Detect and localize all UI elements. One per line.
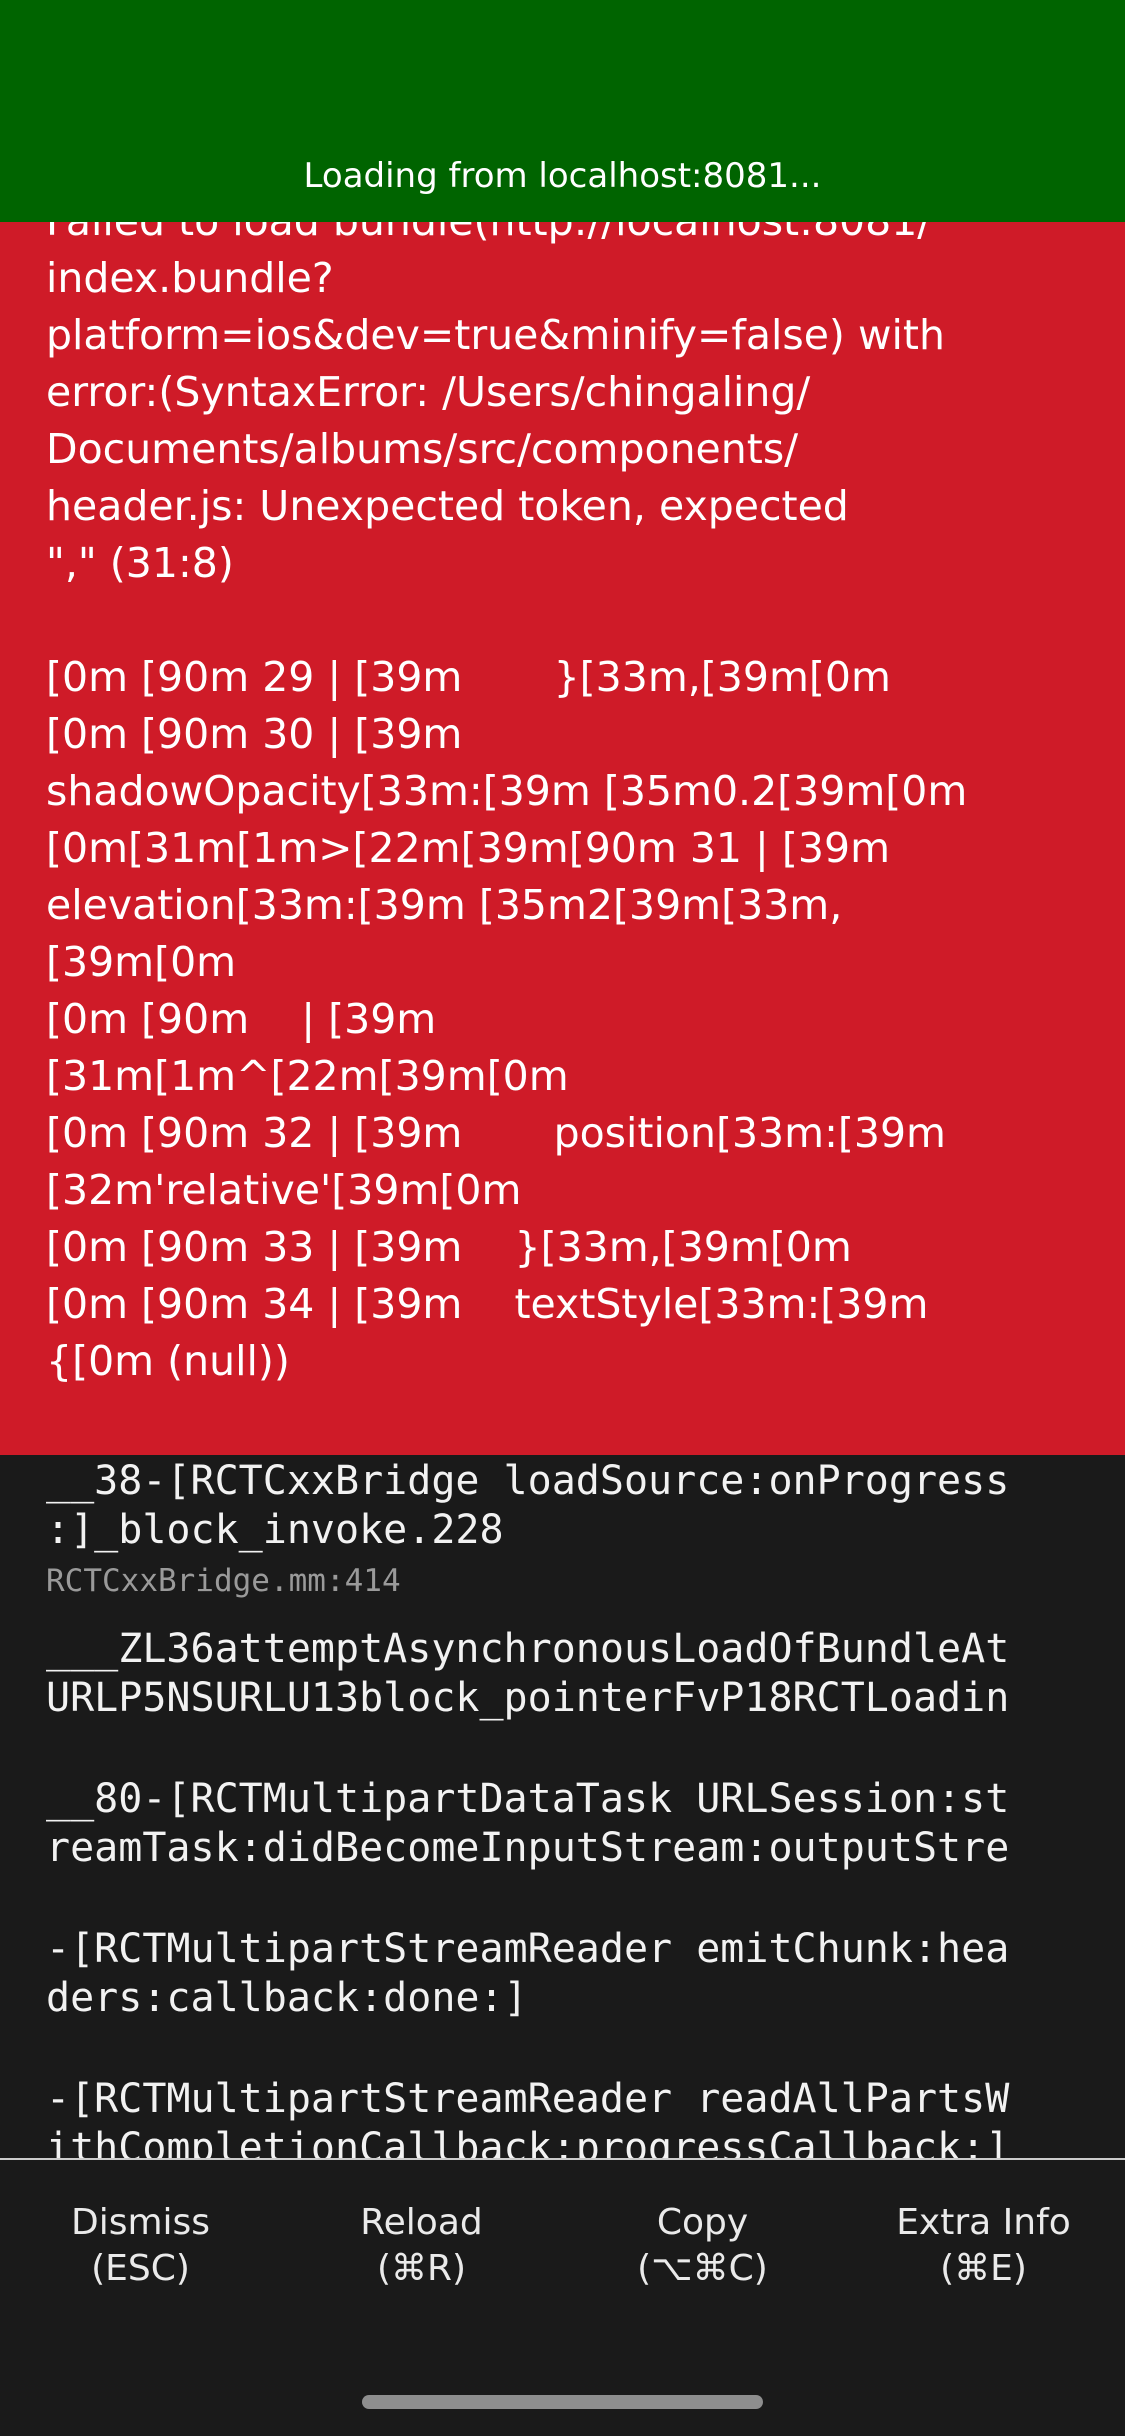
reload-label: Reload [360, 2202, 483, 2243]
redbox-toolbar: Dismiss (ESC) Reload (⌘R) Copy (⌥⌘C) Ext… [0, 2158, 1125, 2436]
stack-frame-method: __80-[RCTMultipartDataTask URLSession:st… [46, 1776, 1010, 1871]
loading-banner: Loading from localhost:8081... [0, 0, 1125, 222]
stack-frame[interactable]: -[RCTMultipartStreamReader readAllPartsW… [46, 2075, 1111, 2158]
copy-shortcut: (⌥⌘C) [637, 2248, 768, 2289]
stack-frame[interactable]: __80-[RCTMultipartDataTask URLSession:st… [46, 1775, 1111, 1873]
copy-label: Copy [656, 2202, 749, 2243]
home-indicator[interactable] [362, 2395, 763, 2409]
copy-button[interactable]: Copy (⌥⌘C) [562, 2200, 843, 2292]
stack-frame-method: __38-[RCTCxxBridge loadSource:onProgress… [46, 1458, 1010, 1553]
stack-frame[interactable]: ___ZL36attemptAsynchronousLoadOfBundleAt… [46, 1625, 1111, 1723]
extra-info-label: Extra Info [896, 2202, 1071, 2243]
stack-frame[interactable]: -[RCTMultipartStreamReader emitChunk:hea… [46, 1925, 1111, 2023]
extra-info-button[interactable]: Extra Info (⌘E) [843, 2200, 1124, 2292]
stack-frame[interactable]: __38-[RCTCxxBridge loadSource:onProgress… [46, 1457, 1111, 1601]
reload-button[interactable]: Reload (⌘R) [281, 2200, 562, 2292]
stack-trace[interactable]: __38-[RCTCxxBridge loadSource:onProgress… [0, 1455, 1125, 2158]
stack-frame-method: -[RCTMultipartStreamReader emitChunk:hea… [46, 1926, 1010, 2021]
error-message: Failed to load bundle(http://localhost:8… [46, 197, 968, 1385]
extra-info-shortcut: (⌘E) [940, 2248, 1027, 2289]
dismiss-button[interactable]: Dismiss (ESC) [0, 2200, 281, 2292]
dismiss-label: Dismiss [70, 2202, 211, 2243]
stack-frame-file: RCTCxxBridge.mm:414 [46, 1563, 401, 1599]
stack-frame-method: ___ZL36attemptAsynchronousLoadOfBundleAt… [46, 1626, 1010, 1721]
loading-text: Loading from localhost:8081... [303, 156, 822, 196]
stack-frame-method: -[RCTMultipartStreamReader readAllPartsW… [46, 2076, 1010, 2158]
dismiss-shortcut: (ESC) [91, 2248, 190, 2289]
reload-shortcut: (⌘R) [376, 2248, 467, 2289]
